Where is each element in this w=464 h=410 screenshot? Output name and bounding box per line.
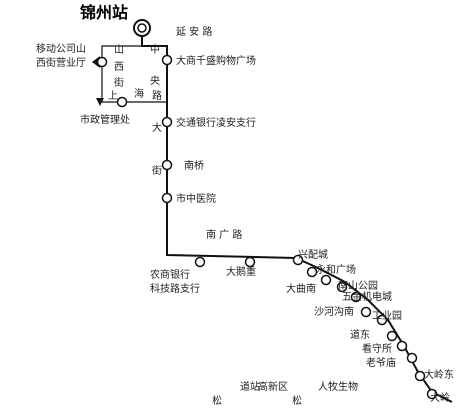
street-zhongyang-2: 央 <box>150 74 160 87</box>
label-gongye: 工业园 <box>372 310 402 322</box>
street-yanan: 延 安 路 <box>176 25 212 38</box>
street-dajie-1: 大 <box>152 121 162 134</box>
stop-yonghe[interactable] <box>306 266 318 278</box>
stop-nongshang[interactable] <box>194 256 206 268</box>
label-bottom-1: 松 <box>212 394 222 407</box>
stop-mobile[interactable] <box>96 56 108 68</box>
label-dashang: 大商千盛购物广场 <box>176 54 256 67</box>
stop-hospital[interactable] <box>161 192 173 204</box>
label-bottom-5: 人牧生物 <box>318 380 358 393</box>
label-jiaotong: 交通银行凌安支行 <box>176 116 256 129</box>
street-shanxi-3: 街 <box>114 76 124 89</box>
label-dalingdong: 大岭东 <box>424 368 454 381</box>
label-nanshan: 南山公园 <box>338 279 378 292</box>
stop-dalingdong[interactable] <box>414 370 426 382</box>
stop-laoye[interactable] <box>406 352 418 364</box>
terminal-inner-icon <box>137 23 147 33</box>
label-daodong: 道东 <box>350 328 370 341</box>
stop-gongye[interactable] <box>376 314 388 326</box>
label-mobile-1: 移动公司山 <box>36 42 86 55</box>
label-kanshou: 看守所 <box>362 342 392 355</box>
arrow-icon <box>96 98 104 106</box>
stop-kanshou[interactable] <box>396 340 408 352</box>
label-mobile-2: 西街营业厅 <box>36 56 86 69</box>
label-yonghe: 永和广场 <box>316 263 356 276</box>
label-dapeng: 大鹅重 <box>226 265 256 278</box>
label-xingpei: 兴配城 <box>298 249 328 261</box>
label-nongshang-2: 科技路支行 <box>150 282 200 295</box>
loop-line <box>101 45 167 103</box>
label-shahe: 沙河沟南 <box>314 305 354 318</box>
label-daling-cut: 大岭 <box>430 391 450 404</box>
stop-dapeng[interactable] <box>244 256 256 268</box>
street-shanghai-3: 路 <box>152 89 162 102</box>
stop-daling[interactable] <box>426 388 438 400</box>
stop-dazhongnan[interactable] <box>320 274 332 286</box>
stop-jiaotong[interactable] <box>161 116 173 128</box>
stop-municipal[interactable] <box>116 96 128 108</box>
street-nanguang: 南 广 路 <box>206 228 242 241</box>
label-nongshang-1: 农商银行 <box>150 268 190 281</box>
stop-nanshan[interactable] <box>336 281 348 293</box>
stop-wujin[interactable] <box>350 291 362 303</box>
label-bottom-3: 高新区 <box>258 380 288 393</box>
label-dazhongnan: 大曲南 <box>286 282 316 295</box>
street-zhongyang-1: 中 <box>150 43 160 56</box>
street-shanghai-2: 海 <box>134 87 144 100</box>
street-shanxi-1: 山 <box>114 44 124 56</box>
label-nanqiao: 南桥 <box>184 159 204 172</box>
street-shanxi-2: 西 <box>114 62 124 73</box>
stop-shahe[interactable] <box>360 306 372 318</box>
label-wujin: 五金机电城 <box>342 290 392 303</box>
label-municipal: 市政管理处 <box>80 113 130 126</box>
label-bottom-4: 松 <box>292 394 302 407</box>
street-dajie-2: 街 <box>152 164 162 177</box>
street-shanghai-1: 上 <box>108 90 118 102</box>
label-hospital: 市中医院 <box>176 192 216 205</box>
stop-daodong[interactable] <box>386 330 398 342</box>
label-laoye: 老爷庙 <box>366 356 396 369</box>
stop-xingpei[interactable] <box>292 254 304 266</box>
stop-nanqiao[interactable] <box>161 159 173 171</box>
label-bottom-2: 道站 <box>240 380 260 393</box>
map-title: 锦州站 <box>80 3 128 22</box>
stop-dashang[interactable] <box>161 54 173 66</box>
